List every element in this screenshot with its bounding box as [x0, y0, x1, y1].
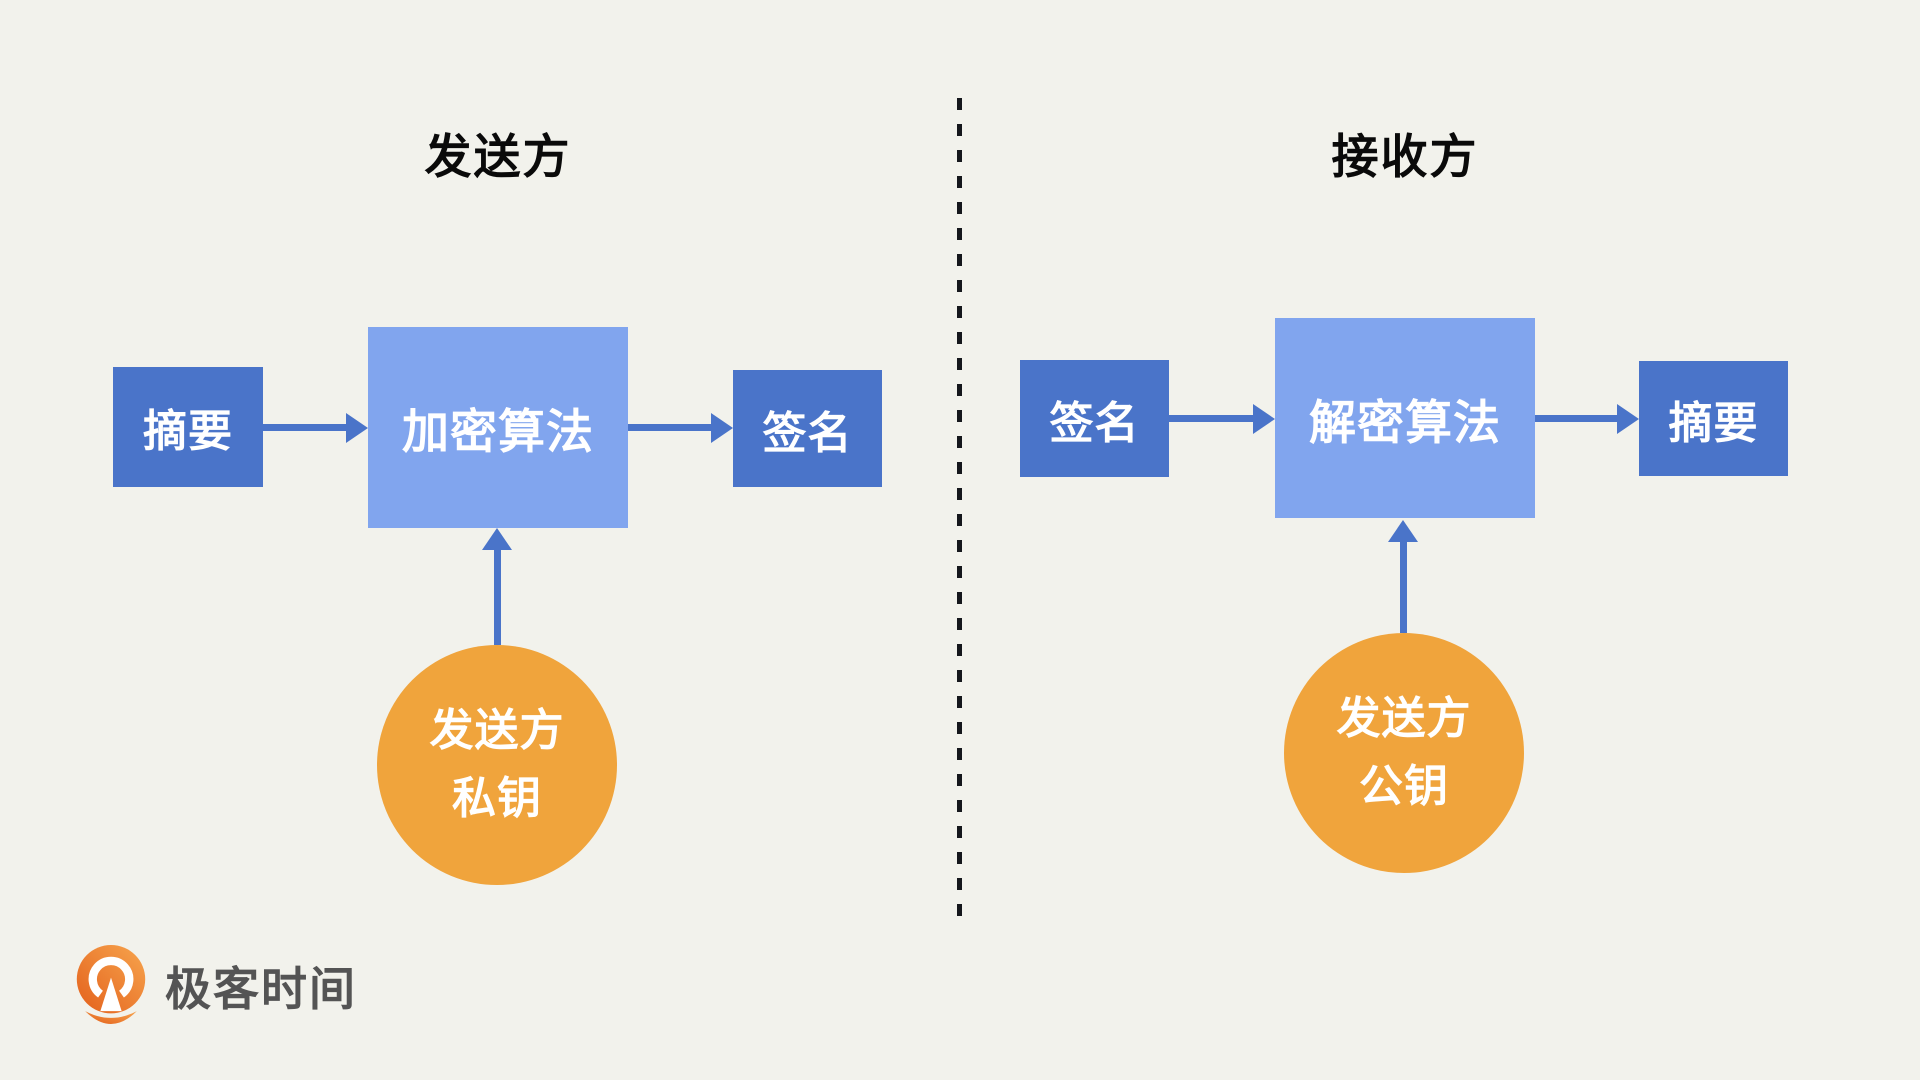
receiver-signature-node: 签名: [1020, 360, 1169, 477]
sender-private-key-line1: 发送方: [429, 705, 565, 755]
arrow-encrypt-to-signature-line: [628, 424, 713, 431]
arrow-private-key-to-encrypt-head-icon: [482, 528, 512, 550]
arrow-decrypt-to-digest-line: [1535, 415, 1619, 422]
geektime-logo-text: 极客时间: [165, 963, 357, 1015]
receiver-public-key-circle: 发送方 公钥: [1284, 633, 1524, 873]
sender-digest-node: 摘要: [113, 367, 263, 487]
arrow-digest-to-encrypt-line: [263, 424, 348, 431]
arrow-private-key-to-encrypt-line: [494, 548, 501, 645]
panel-divider-dashed-line: [957, 98, 962, 928]
receiver-public-key-line2: 公钥: [1359, 762, 1449, 811]
sender-encrypt-algorithm-node: 加密算法: [368, 327, 628, 528]
sender-private-key-line2: 私钥: [452, 774, 542, 823]
receiver-digest-node: 摘要: [1639, 361, 1788, 476]
receiver-panel-title: 接收方: [1331, 130, 1479, 183]
arrow-digest-to-encrypt-head-icon: [346, 413, 368, 443]
arrow-encrypt-to-signature-head-icon: [711, 413, 733, 443]
arrow-public-key-to-decrypt-line: [1400, 540, 1407, 633]
sender-private-key-circle: 发送方 私钥: [377, 645, 617, 885]
sender-panel-title: 发送方: [424, 130, 572, 183]
geektime-logo: 极客时间: [73, 944, 357, 1028]
geektime-logo-icon: [76, 944, 146, 1024]
arrow-decrypt-to-digest-head-icon: [1617, 404, 1639, 434]
arrow-public-key-to-decrypt-head-icon: [1388, 520, 1418, 542]
sender-signature-node: 签名: [733, 370, 882, 487]
arrow-signature-to-decrypt-line: [1169, 415, 1255, 422]
receiver-public-key-line1: 发送方: [1336, 693, 1472, 743]
receiver-decrypt-algorithm-node: 解密算法: [1275, 318, 1535, 518]
arrow-signature-to-decrypt-head-icon: [1253, 404, 1275, 434]
